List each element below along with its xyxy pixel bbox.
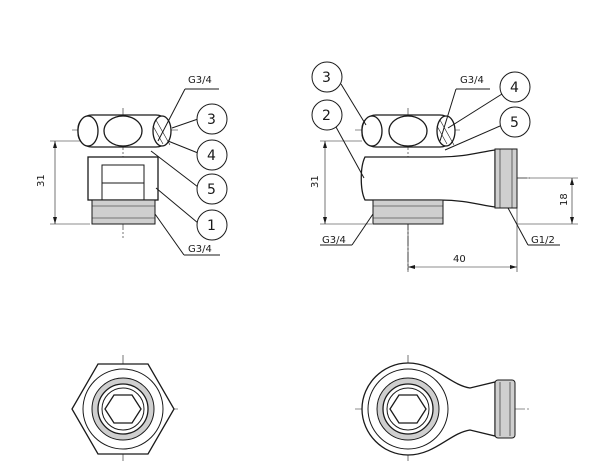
- callout-3: [311, 61, 343, 93]
- height-dim-label: 31: [36, 174, 47, 187]
- callout-4-label: 4: [207, 148, 216, 164]
- left-bottom-view: [71, 355, 178, 463]
- callout-5-label: 5: [207, 182, 216, 198]
- callout-4: [499, 71, 531, 103]
- hex-socket: [104, 394, 142, 424]
- thread-outlet-label: G1/2: [531, 235, 555, 246]
- callout-2: [311, 99, 343, 131]
- outlet-height-dim-label: 18: [559, 193, 570, 206]
- outlet-end: [494, 379, 516, 439]
- elbow-body: [360, 149, 496, 208]
- callout-5-label: 5: [510, 115, 519, 131]
- callout-5: [196, 173, 228, 205]
- callout-5: [499, 106, 531, 138]
- height-dim-label: 31: [310, 175, 321, 188]
- callout-3-label: 3: [322, 70, 331, 86]
- thread-top-label: G3/4: [460, 75, 484, 86]
- thread-stem: [91, 199, 156, 225]
- callout-3-label: 3: [207, 112, 216, 128]
- thread-stem: [372, 199, 444, 225]
- thread-bottom-label: G3/4: [322, 235, 346, 246]
- right-front-view: 31 18 40 G3/4 G3/4 G1/2 3 2: [310, 61, 578, 272]
- callout-4-label: 4: [510, 80, 519, 96]
- left-front-view: 31 G3/4 G3/4 3 4 5 1: [36, 75, 228, 256]
- thread-bottom-label: G3/4: [188, 244, 212, 255]
- callout-2-label: 2: [322, 108, 331, 124]
- right-bottom-view: [355, 355, 530, 463]
- length-dim-label: 40: [453, 254, 466, 265]
- outlet-thread: [494, 148, 518, 209]
- hex-nut: [87, 156, 159, 201]
- thread-top-label: G3/4: [188, 75, 212, 86]
- callout-1-label: 1: [207, 218, 216, 234]
- banjo-center-bore: [103, 115, 143, 147]
- banjo-left-end: [77, 115, 99, 147]
- hex-socket: [389, 394, 427, 424]
- callout-4: [196, 139, 228, 171]
- callout-3: [196, 103, 228, 135]
- callout-1: [196, 209, 228, 241]
